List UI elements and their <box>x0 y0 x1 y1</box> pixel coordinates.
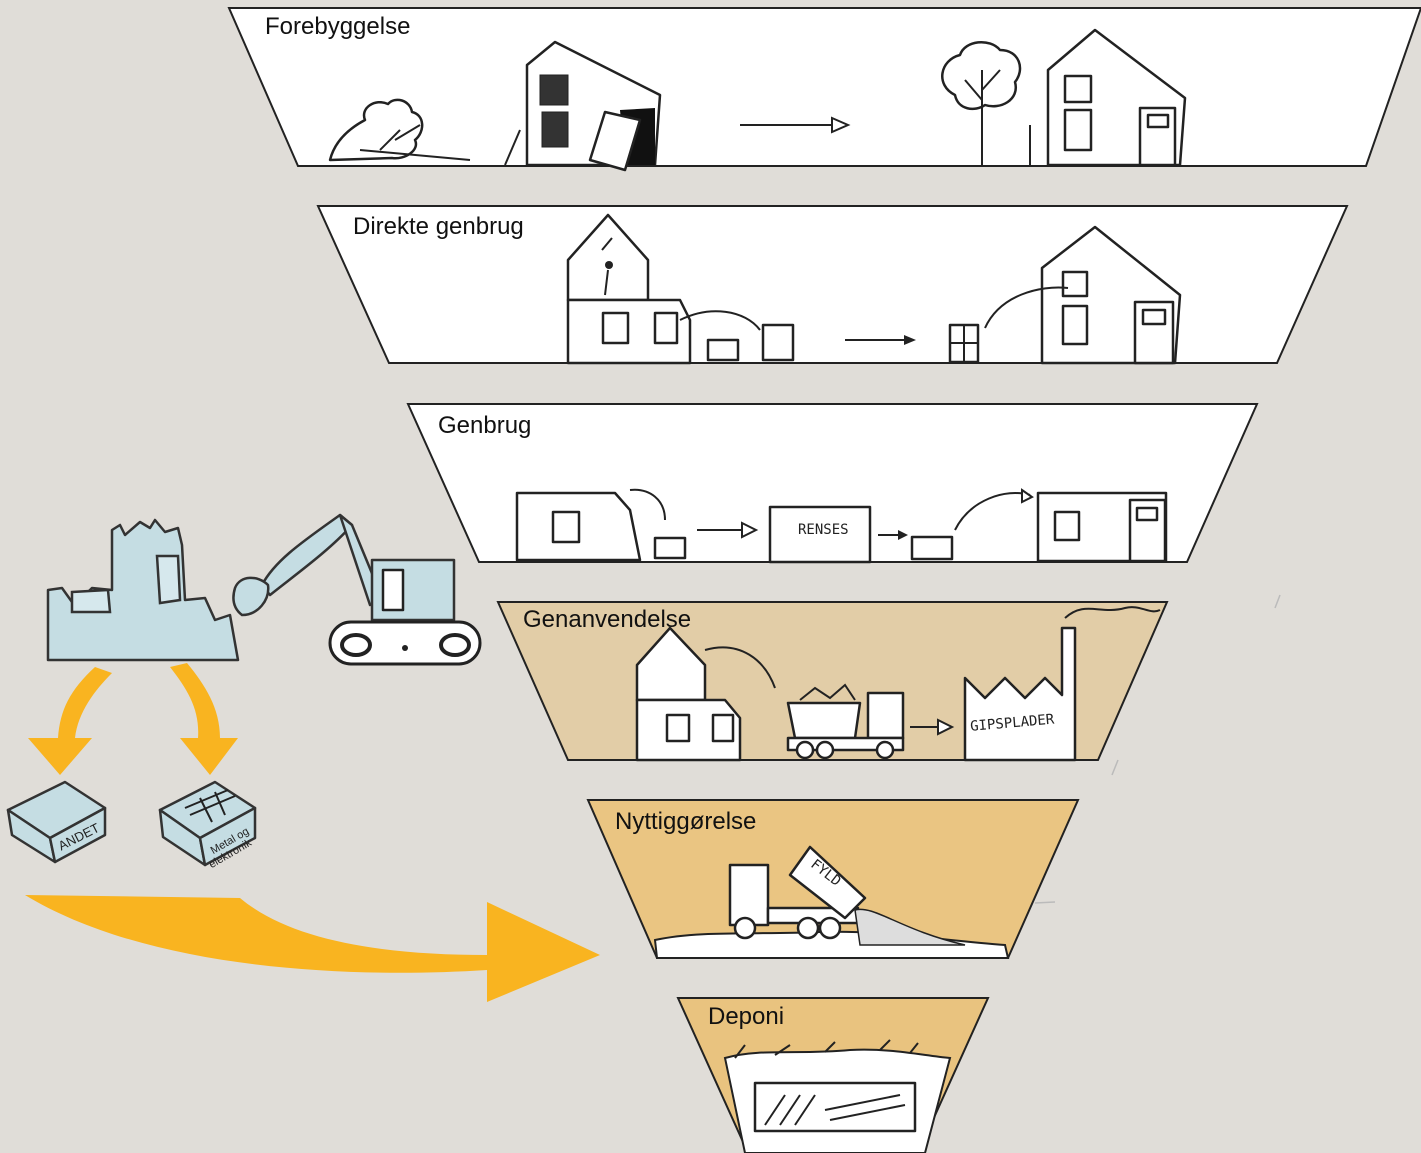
tier-deponi: Deponi <box>676 997 990 1153</box>
arrow-to-andet-icon <box>28 667 112 775</box>
tree-icon <box>941 41 1022 165</box>
tier-nyttiggorelse-label: Nyttiggørelse <box>615 808 756 835</box>
house-icon <box>1029 28 1187 167</box>
window-stack-icon <box>679 310 795 362</box>
arrow-icon <box>740 116 851 134</box>
arrow-icon <box>697 521 759 539</box>
arrow-to-nyttiggorelse-icon <box>25 895 600 1002</box>
dump-truck-icon <box>786 683 905 760</box>
bin-metal-icon: Metal og elektronik <box>158 780 257 871</box>
demolition-house-icon <box>566 213 692 365</box>
rebuilt-wall-icon <box>1036 491 1168 563</box>
brick-wall-icon <box>515 488 687 562</box>
arrow-icon <box>910 718 955 736</box>
demolition-house-icon <box>635 626 776 762</box>
renses-label: RENSES <box>798 522 849 538</box>
damaged-house-icon <box>504 40 662 172</box>
tier-direkte-genbrug: Direkte genbrug <box>316 205 1349 365</box>
tier-genanvendelse: Genanvendelse GIPSPLADER <box>496 601 1169 762</box>
rubble-icon <box>46 518 240 662</box>
excavator-icon <box>232 513 482 666</box>
window-icon <box>948 323 980 364</box>
tier-deponi-label: Deponi <box>708 1003 784 1030</box>
house-icon <box>984 225 1182 365</box>
factory-icon: GIPSPLADER <box>963 606 1161 762</box>
tier-forebyggelse-label: Forebyggelse <box>265 13 410 40</box>
fill-truck-icon: FYLD <box>653 845 1010 959</box>
brick-pallet-icon <box>910 488 1034 561</box>
cleaning-box: RENSES <box>768 505 872 564</box>
tier-genbrug: Genbrug RENSES <box>406 403 1259 564</box>
tier-direkte-genbrug-label: Direkte genbrug <box>353 213 524 240</box>
bin-andet-icon: ANDET <box>6 780 107 864</box>
tier-genbrug-label: Genbrug <box>438 412 531 439</box>
arrow-icon <box>878 530 908 540</box>
tier-genanvendelse-label: Genanvendelse <box>523 606 691 633</box>
fallen-tree-icon <box>328 98 471 162</box>
gipsplader-label: GIPSPLADER <box>970 712 1056 735</box>
arrow-icon <box>845 335 916 345</box>
landfill-icon <box>723 1039 952 1153</box>
background-marks <box>1034 594 1281 904</box>
tier-forebyggelse: Forebyggelse <box>227 7 1421 172</box>
tier-nyttiggorelse: Nyttiggørelse FYLD <box>586 799 1080 959</box>
arrow-to-metal-icon <box>170 663 238 775</box>
